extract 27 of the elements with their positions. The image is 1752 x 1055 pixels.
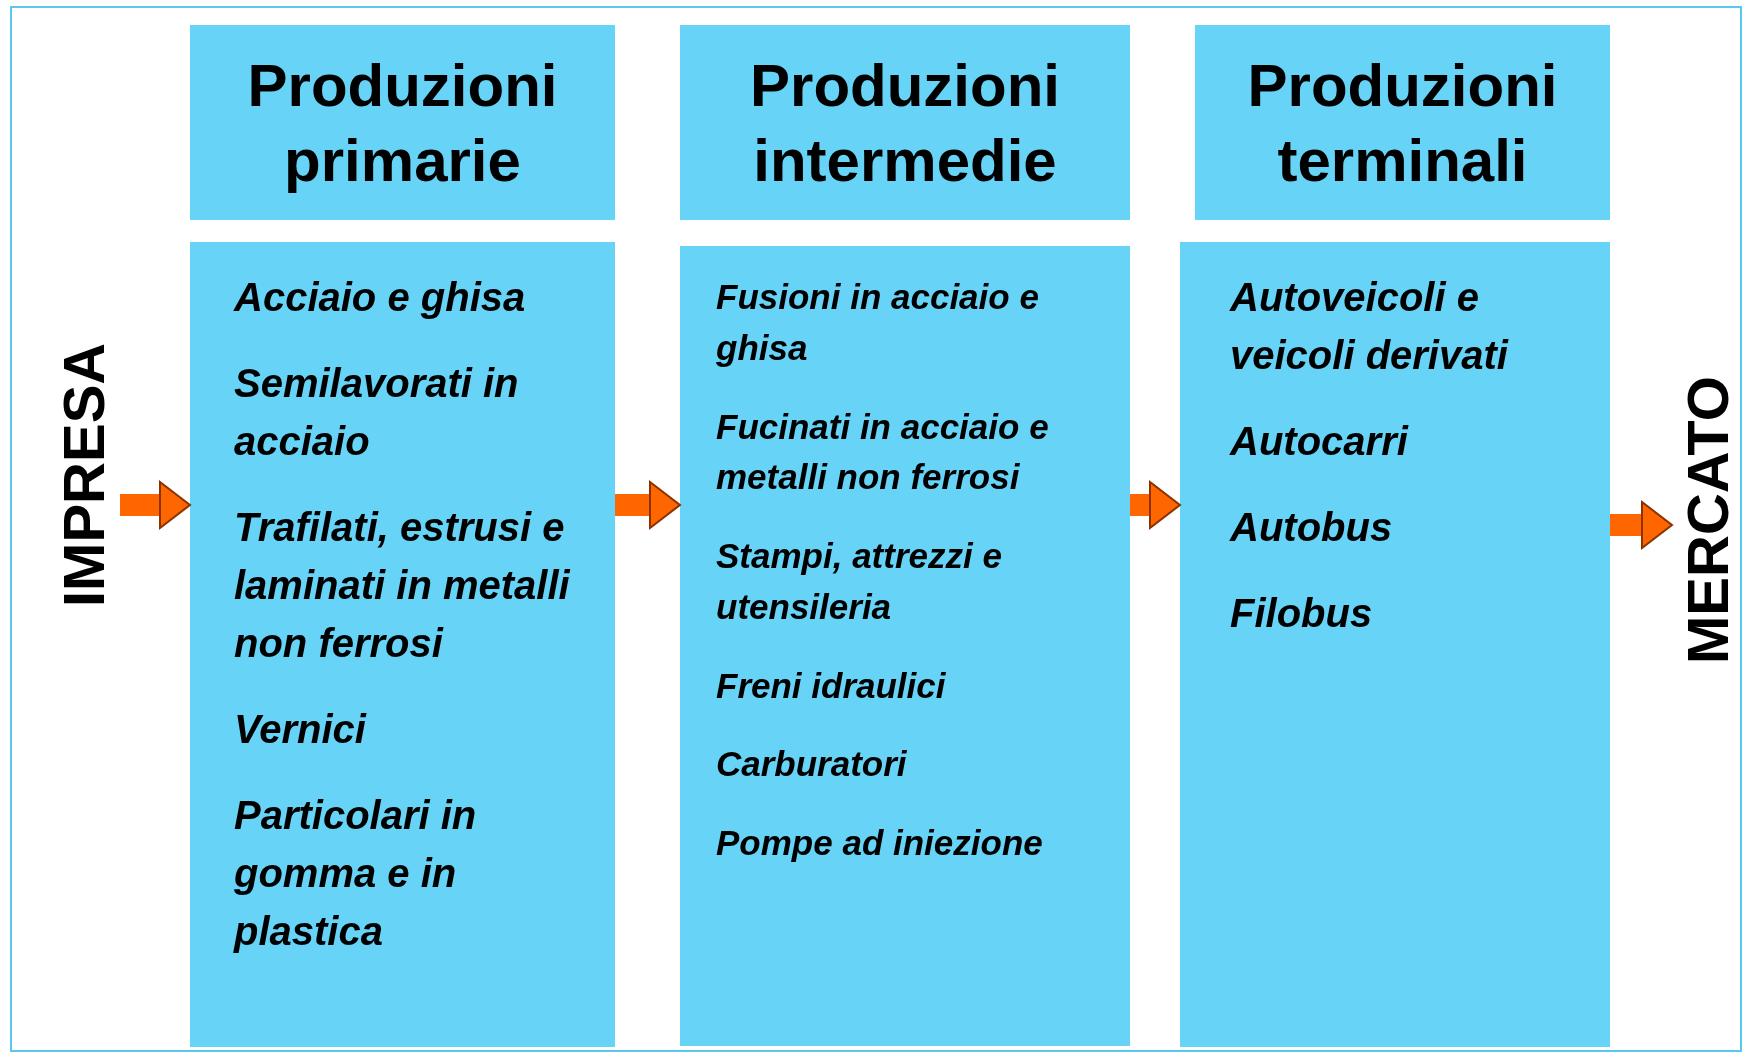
column-header: Produzioni terminali — [1195, 25, 1610, 220]
list-item: Trafilati, estrusi e laminati in metalli non ferrosi — [234, 504, 572, 667]
arrow — [1130, 481, 1181, 529]
category-panel — [190, 242, 615, 1047]
list-item: Particolari in gomma e in plastica — [234, 792, 478, 955]
column-header: Produzioni primarie — [190, 25, 615, 220]
list-item: Autocarri — [1230, 418, 1410, 465]
list-item: Semilavorati in acciaio — [234, 360, 520, 465]
list-item: Acciaio e ghisa — [234, 274, 527, 321]
vertical-label: MERCATO — [1672, 330, 1744, 710]
column-header: Produzioni intermedie — [680, 25, 1130, 220]
arrow — [1610, 501, 1673, 549]
category-panel — [680, 246, 1130, 1046]
vertical-label: IMPRESA — [48, 300, 120, 650]
list-item: Fusioni in acciaio e ghisa — [716, 276, 1040, 369]
list-item: Autoveicoli e veicoli derivati — [1230, 274, 1510, 379]
list-item: Pompe ad iniezione — [716, 822, 1044, 864]
list-item: Filobus — [1230, 590, 1374, 637]
list-item: Vernici — [234, 706, 368, 753]
category-panel — [1180, 242, 1610, 1047]
arrow — [120, 481, 191, 529]
list-item: Fucinati in acciaio e metalli non ferrosi — [716, 405, 1050, 499]
list-item: Freni idraulici — [716, 664, 947, 707]
list-item: Stampi, attrezzi e utensileria — [716, 535, 1003, 628]
arrow — [615, 481, 681, 529]
list-item: Carburatori — [716, 743, 908, 786]
list-item: Autobus — [1230, 504, 1394, 551]
